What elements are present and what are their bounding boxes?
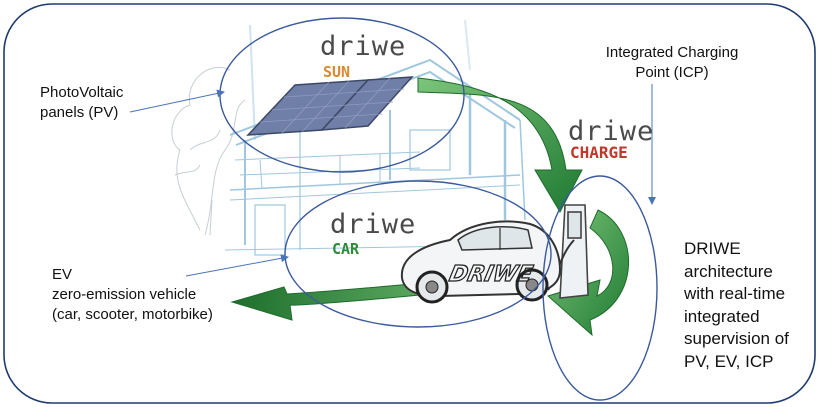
- driwe-label-line: architecture: [684, 261, 789, 284]
- logo-sun-word: driwe: [320, 31, 406, 62]
- driwe-label-line: integrated: [684, 306, 789, 329]
- icp-label-line: Point (ICP): [594, 63, 750, 83]
- solar-panels: [248, 77, 412, 135]
- driwe-label-line: with real-time: [684, 283, 789, 306]
- energy-flow-arrow-pv-to-icp: [418, 78, 582, 212]
- driwe-label-line: PV, EV, ICP: [684, 351, 789, 374]
- ev-label-line: (car, scooter, motorbike): [52, 305, 213, 325]
- tree-sketch: [172, 67, 245, 235]
- pointer-pv: [130, 92, 224, 112]
- ev-label: EV zero-emission vehicle (car, scooter, …: [52, 265, 213, 325]
- logo-car-tag: CAR: [332, 240, 360, 258]
- pv-label-line: panels (PV): [40, 103, 123, 123]
- driwe-label-line: supervision of: [684, 328, 789, 351]
- driwe-architecture-label: DRIWE architecture with real-time integr…: [684, 238, 789, 373]
- logo-charge-tag: CHARGE: [570, 143, 628, 162]
- driwe-label-line: DRIWE: [684, 238, 789, 261]
- pv-label: PhotoVoltaic panels (PV): [40, 83, 123, 123]
- pv-label-line: PhotoVoltaic: [40, 83, 123, 103]
- ev-label-line: EV: [52, 265, 213, 285]
- car-body-lettering: DRIWE: [447, 261, 535, 287]
- icp-label: Integrated Charging Point (ICP): [594, 43, 750, 83]
- logo-car-word: driwe: [330, 209, 416, 240]
- ev-label-line: zero-emission vehicle: [52, 285, 213, 305]
- logo-sun-tag: SUN: [323, 63, 350, 81]
- icp-label-line: Integrated Charging: [594, 43, 750, 63]
